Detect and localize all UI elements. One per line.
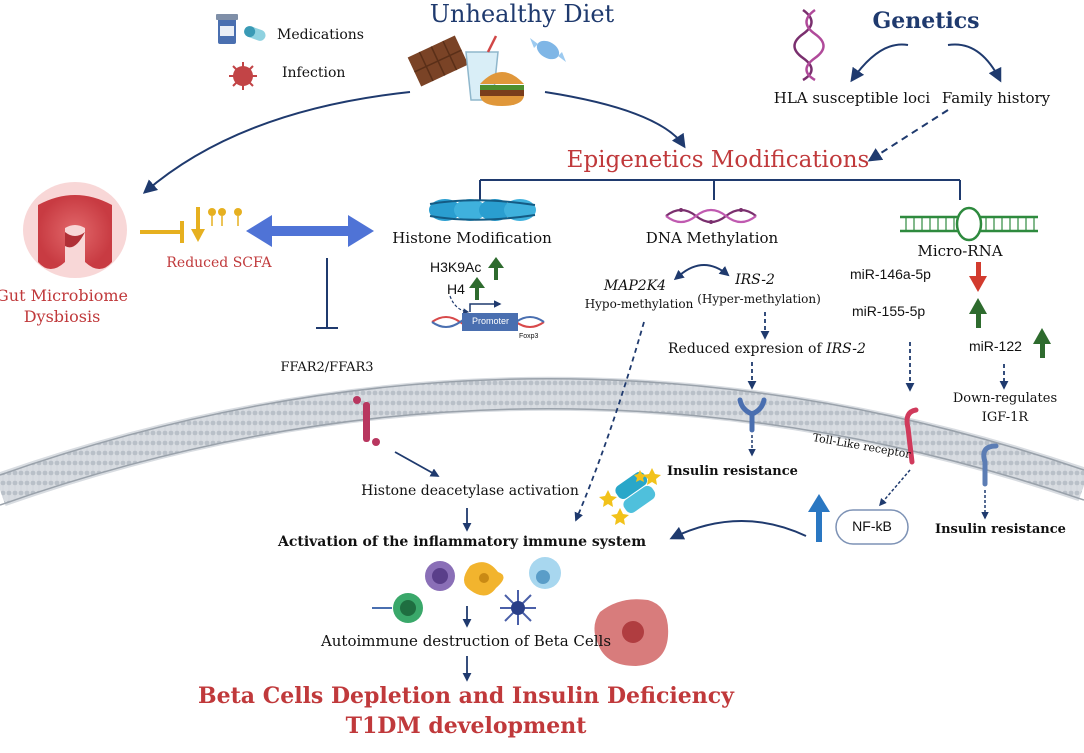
unhealthy-diet-label: Unhealthy Diet [429,0,615,28]
up-arrow-h3k9ac [488,257,504,280]
dna-methylation-title: DNA Methylation [645,229,779,247]
candy-icon [530,38,566,62]
hdac-label: Histone deacetylase activation [361,483,579,499]
insulin-resistance-label-1: Insulin resistance [667,464,798,479]
h3k9ac-label: H3K9Ac [430,259,482,275]
arrow-h4-promoter [449,295,470,315]
arrow-genetics-hla [850,43,909,83]
arrow-tlr-nfkb [879,469,911,507]
foxp3-label: Foxp3 [519,333,539,340]
hypo-methylation-label: Hypo-methylation [584,297,694,311]
histone-title: Histone Modification [392,229,552,247]
insulin-resistance-label-2: Insulin resistance [935,522,1066,537]
reduced-scfa-label: Reduced SCFA [166,255,272,271]
nucleosome-icon [429,199,536,221]
hyper-methylation-label: (Hyper-methylation) [697,292,821,306]
arrow-map2k4-inflammatory [574,321,645,522]
irs2-label: IRS-2 [735,272,775,288]
micro-rna-icon [900,206,1038,242]
igf1r-label: IGF-1R [981,410,1029,425]
pill-bottle-icon [216,14,238,44]
cell-membrane [0,376,1084,507]
beta-cell-icon [594,599,669,666]
epigenetics-bracket [479,179,961,200]
inflammatory-label: Activation of the inflammatory immune sy… [277,534,647,550]
reduced-expression-label: Reduced expresion of IRS-2 [668,341,866,357]
map2k4-label: MAP2K4 [603,278,667,294]
scfa-inhibition [140,221,184,243]
up-arrow-mir155 [969,298,987,328]
epigenetics-title: Epigenetics Modifications [566,147,870,173]
ffar-label: FFAR2/FFAR3 [280,360,374,375]
immune-cells-icon [372,557,561,625]
outcome-line1: Beta Cells Depletion and Insulin Deficie… [198,683,734,709]
arrow-ffar-hdac [394,451,440,477]
infection-label: Infection [282,65,346,81]
virus-icon [229,62,257,90]
nfkb-box [835,509,909,545]
micro-rna-title: Micro-RNA [917,242,1003,260]
gut-label-line2: Dysbiosis [23,307,101,326]
dna-helix-icon [793,8,825,82]
autoimmune-label: Autoimmune destruction of Beta Cells [320,632,612,650]
arrow-diet-epigenetics [544,91,686,149]
hla-loci-label: HLA susceptible loci [773,89,931,107]
insulin-receptor-icon [737,397,767,433]
ffar-receptor-icon [353,396,380,446]
up-arrow-nfkb [808,494,830,542]
arrow-nfkb-inflammatory [669,520,807,540]
downregulates-label: Down-regulates [952,391,1058,406]
capsule-icon [244,26,266,41]
up-arrow-mir122 [1033,328,1051,358]
chocolate-icon [407,35,469,87]
arrow-genetics-family [947,43,1002,83]
mir122-label: miR-122 [969,338,1022,354]
hdac-enzyme-icon [599,468,661,525]
gut-label-line1: Gut Microbiome [0,286,128,305]
family-history-label: Family history [941,89,1051,107]
scfa-molecule-icon [191,207,242,242]
down-arrow-mir146 [969,262,987,292]
arrow-family-epigenetics [867,109,949,162]
outcome-line2: T1DM development [345,713,587,739]
h4-label: H4 [447,281,465,297]
methylated-dna-icon [665,208,757,224]
up-arrow-h4 [469,277,485,300]
genetics-label: Genetics [872,8,980,34]
medications-label: Medications [277,27,364,43]
promoter-label: Promoter [472,316,510,326]
bidirectional-arrow [246,215,374,247]
mir146-label: miR-146a-5p [850,266,931,282]
intestine-icon [23,182,127,278]
ffar-inhibition [316,258,338,329]
nfkb-label: NF-kB [852,518,892,534]
toll-like-receptor-icon [904,407,919,465]
arrow-map2k4-irs2 [673,264,730,281]
arrow-diet-gut [142,91,411,194]
promoter-dna-icon [431,300,545,331]
burger-icon [480,72,524,106]
mir155-label: miR-155-5p [852,303,926,319]
igf1r-receptor-icon [981,443,999,487]
